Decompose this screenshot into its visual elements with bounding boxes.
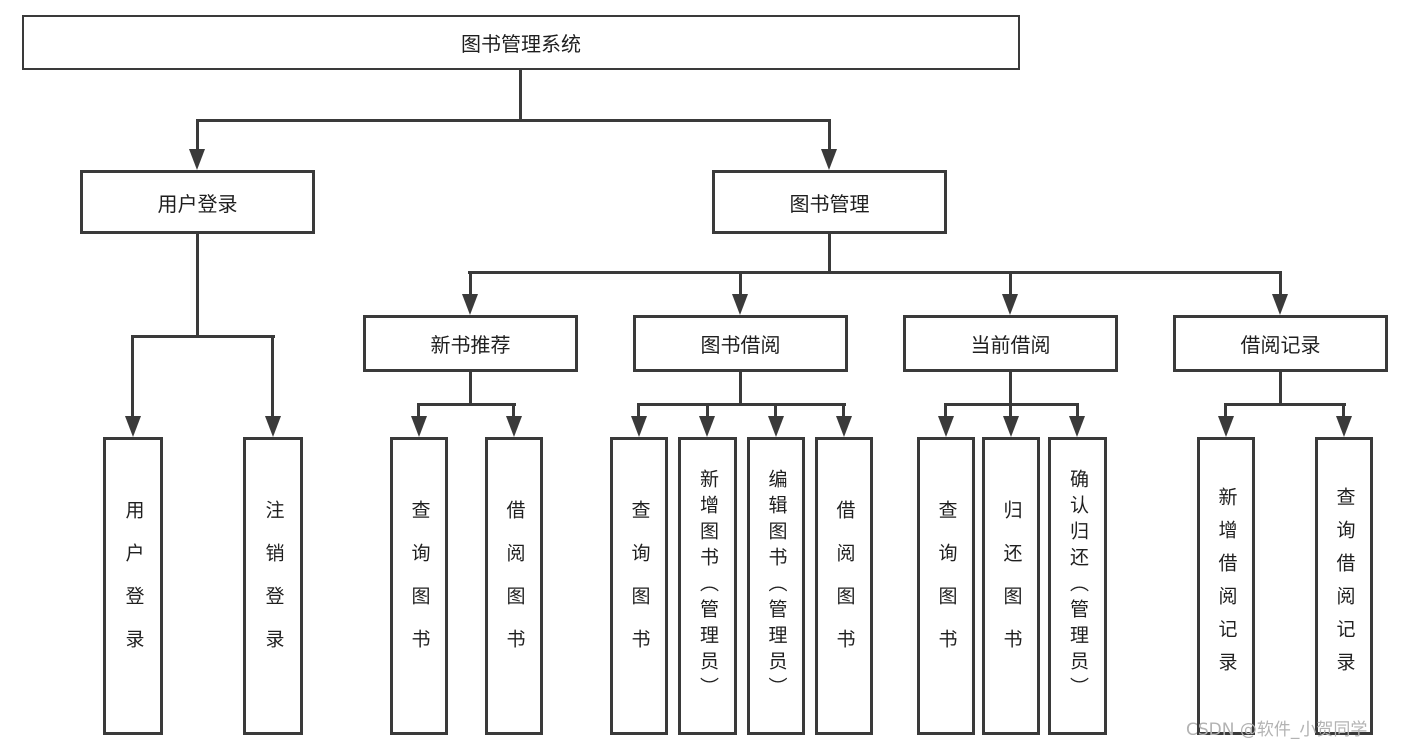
leaf-add-books-admin: 新增图书（管理员） (678, 437, 737, 735)
node-label: 当前借阅 (970, 333, 1051, 357)
arrow-down-icon (506, 416, 522, 437)
arrow-down-icon (1272, 294, 1288, 315)
connector-line (828, 119, 831, 150)
leaf-query-books-recommend: 查询图书 (390, 437, 448, 735)
connector-line (196, 232, 199, 338)
connector-line (469, 370, 472, 406)
arrow-down-icon (732, 294, 748, 315)
leaf-return-books: 归还图书 (982, 437, 1040, 735)
csdn-watermark: CSDN @软件_小贺同学 (1186, 720, 1368, 740)
connector-line (1279, 271, 1282, 295)
arrow-down-icon (1003, 416, 1019, 437)
connector-line (417, 403, 420, 417)
leaf-label: 用户登录 (122, 500, 145, 672)
arrow-down-icon (1002, 294, 1018, 315)
arrow-down-icon (411, 416, 427, 437)
node-label: 图书管理系统 (461, 32, 581, 56)
arrow-down-icon (462, 294, 478, 315)
node-label: 图书借阅 (700, 333, 781, 357)
arrow-down-icon (125, 416, 141, 437)
leaf-label: 查询图书 (935, 500, 958, 672)
connector-line (637, 403, 846, 406)
leaf-label: 借阅图书 (503, 500, 526, 672)
connector-line (637, 403, 640, 417)
leaf-label: 归还图书 (1000, 500, 1023, 672)
connector-line (131, 335, 134, 416)
node-label: 新书推荐 (430, 333, 511, 357)
connector-line (469, 271, 472, 295)
node-book-management: 图书管理 (712, 170, 947, 234)
leaf-label: 查询借阅记录 (1333, 487, 1356, 685)
leaf-label: 查询图书 (408, 500, 431, 672)
arrow-down-icon (189, 149, 205, 170)
leaf-query-books-borrowing: 查询图书 (610, 437, 668, 735)
leaf-edit-books-admin: 编辑图书（管理员） (747, 437, 805, 735)
arrow-down-icon (1218, 416, 1234, 437)
arrow-down-icon (836, 416, 852, 437)
leaf-user-login: 用户登录 (103, 437, 163, 735)
connector-line (828, 232, 831, 274)
node-user-login-group: 用户登录 (80, 170, 315, 234)
connector-line (1009, 271, 1012, 295)
connector-line (706, 403, 709, 417)
connector-line (196, 119, 199, 150)
connector-line (519, 68, 522, 121)
connector-line (131, 335, 275, 338)
connector-line (417, 403, 516, 406)
leaf-logout: 注销登录 (243, 437, 303, 735)
leaf-borrow-books-recommend: 借阅图书 (485, 437, 543, 735)
connector-line (774, 403, 777, 417)
leaf-label: 新增借阅记录 (1215, 487, 1238, 685)
arrow-down-icon (631, 416, 647, 437)
connector-line (1076, 403, 1079, 417)
leaf-confirm-return-admin: 确认归还（管理员） (1048, 437, 1107, 735)
leaf-label: 注销登录 (262, 500, 285, 672)
connector-line (739, 271, 742, 295)
connector-line (1009, 370, 1012, 406)
arrow-down-icon (1336, 416, 1352, 437)
arrow-down-icon (1069, 416, 1085, 437)
arrow-down-icon (821, 149, 837, 170)
connector-line (1224, 403, 1346, 406)
node-label: 图书管理 (789, 191, 870, 216)
arrow-down-icon (699, 416, 715, 437)
leaf-query-books-current: 查询图书 (917, 437, 975, 735)
arrow-down-icon (265, 416, 281, 437)
connector-line (1342, 403, 1345, 417)
connector-line (739, 370, 742, 406)
connector-line (944, 403, 947, 417)
connector-line (512, 403, 515, 417)
arrow-down-icon (768, 416, 784, 437)
node-current-borrowing: 当前借阅 (903, 315, 1118, 372)
node-label: 借阅记录 (1240, 333, 1321, 357)
connector-line (468, 271, 1282, 274)
arrow-down-icon (938, 416, 954, 437)
connector-line (842, 403, 845, 417)
connector-line (196, 119, 831, 122)
leaf-add-borrow-record: 新增借阅记录 (1197, 437, 1255, 735)
leaf-borrow-books-borrowing: 借阅图书 (815, 437, 873, 735)
connector-line (1009, 403, 1012, 417)
leaf-label: 查询图书 (628, 500, 651, 672)
node-library-management-system: 图书管理系统 (22, 15, 1020, 70)
leaf-label: 借阅图书 (833, 500, 856, 672)
leaf-label: 新增图书（管理员） (697, 469, 719, 703)
connector-line (1224, 403, 1227, 417)
connector-line (1279, 370, 1282, 406)
connector-line (271, 335, 274, 416)
node-book-borrowing: 图书借阅 (633, 315, 848, 372)
node-borrowing-records: 借阅记录 (1173, 315, 1388, 372)
node-new-book-recommendation: 新书推荐 (363, 315, 578, 372)
node-label: 用户登录 (157, 191, 238, 216)
leaf-label: 确认归还（管理员） (1067, 469, 1089, 703)
leaf-label: 编辑图书（管理员） (765, 469, 788, 703)
leaf-query-borrow-record: 查询借阅记录 (1315, 437, 1373, 735)
